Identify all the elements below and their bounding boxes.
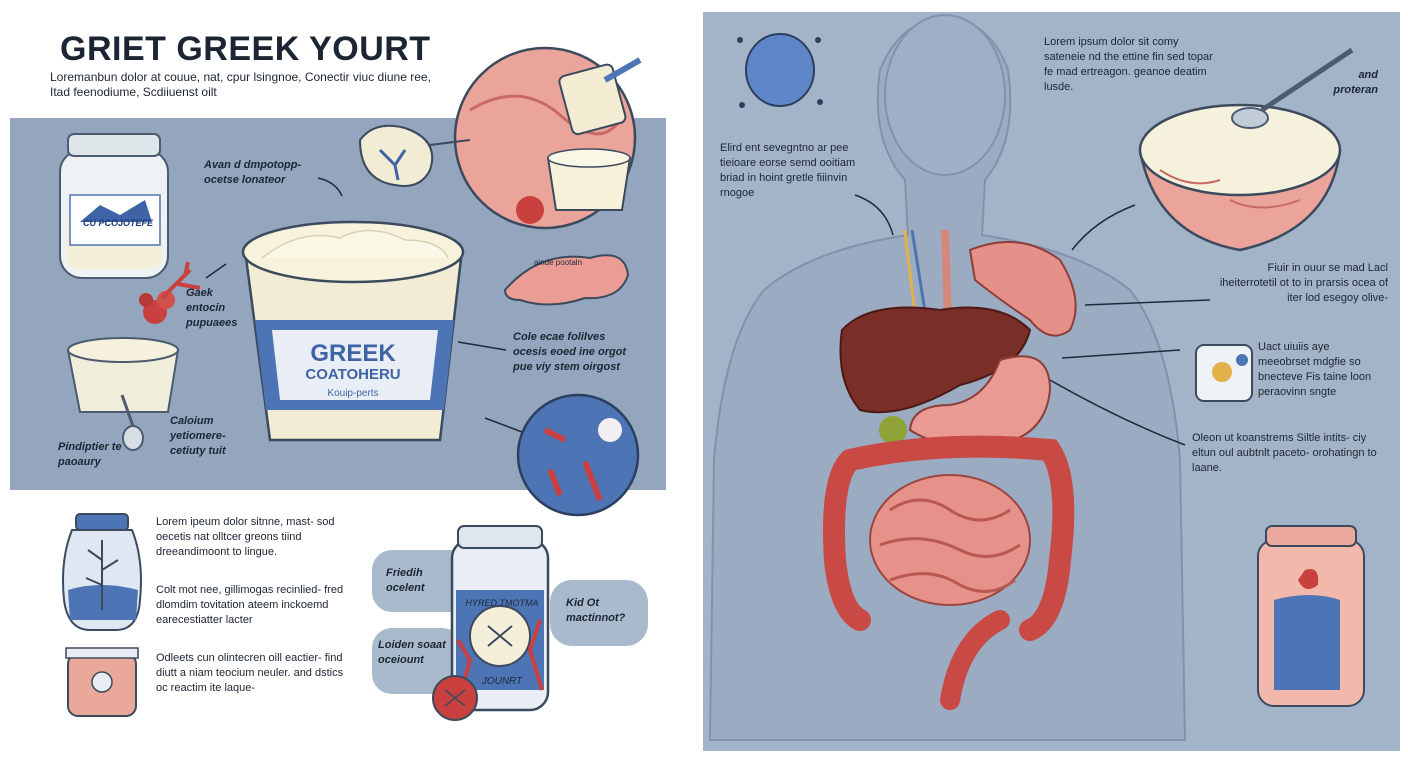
supplement-jar-icon [1195,344,1253,402]
yogurt-bowl-icon [66,337,180,413]
bacteria-icon [737,33,823,108]
top-callout: Avan d dmpotopp- ocetse lonateor [204,159,302,186]
small-intestine-icon [869,474,1031,606]
spoon-label: Pindiptier te paoaury [58,441,122,468]
probiotic-jar-icon [450,525,550,712]
large-intestine-icon [823,435,1075,641]
bacteria-magnifier-icon [516,393,640,517]
cup-brand-line3: Kouip-perts [327,388,379,399]
jar-text-top: HYRED TMOTMA [465,598,539,608]
esophagus-icon [941,229,952,321]
character-jar-icon [65,647,139,717]
spoon-icon [120,394,144,451]
right-top-label: and proteran [1333,69,1378,96]
rectum-icon [940,610,1010,710]
cup-brand-line1: GREEK [310,340,396,367]
greek-yogurt-cup-icon [241,220,465,442]
jar-callout-left-bottom: Loiden soaat oceiount [378,639,446,666]
bottom-paragraph-1: Lorem ipeum dolor sitnne, mast- sod oece… [156,516,335,558]
herb-jar-icon [62,513,142,631]
page-subtitle: Loremanbun dolor at couue, nat, cpur lsi… [50,70,431,99]
bottom-paragraph-2: Colt mot nee, gillimogas recinlied- fred… [156,584,344,626]
callout-2: Uact uiuiis aye meeobrset mdgfie so bnec… [1258,341,1372,398]
culture-label: Gaek entocin pupuaees [186,287,238,329]
callout-1: Fiuir in ouur se mad Lacl iheiterrotetil… [1219,262,1388,304]
glass-jar-icon [59,133,169,279]
bottom-paragraph-3: Odleets cun olintecren oill eactier- fin… [156,652,344,694]
protein-strip-label: ainde pootaln [533,258,583,267]
magnifier-icon [432,675,478,721]
right-callout: Cole ecae folilves ocesis eoed ine orgot… [513,331,627,373]
magnifier-icon [453,46,642,230]
cup-brand-line2: COATOHERU [305,366,401,383]
fermenting-jar-icon [1257,525,1365,707]
dropper-icon [358,124,471,187]
jar-callout-left-top: Friedih ocelent [386,567,425,594]
jar-text-bottom: JOUNRT [481,676,523,687]
yogurt-bowl-icon [1138,103,1342,252]
callout-pill [372,628,462,694]
bacteria-culture-icon [139,261,201,324]
protein-strip-icon [503,254,630,306]
gallbladder-icon [879,416,907,444]
page-title: GRIET GREEK YOURT [60,30,431,68]
arrow-icon [205,177,523,433]
callout-3: Oleon ut koanstrems Siltle intits- ciy e… [1192,432,1377,474]
spleen-icon [968,241,1077,337]
right-left-paragraph: Elird ent sevegntno ar pee tieioare eors… [720,142,856,199]
jar-callout-right: Kid Ot mactinnot? [566,597,626,624]
arrow-icon [854,194,1211,446]
calcium-label: Caloium yetiomere- cetiuty tuit [170,415,226,457]
right-top-paragraph: Lorem ipsum dolor sit comy sateneie nd t… [1044,36,1213,93]
jar-label: CU PCOJOTEFE [82,218,153,228]
callout-pill [372,550,472,612]
callout-pill [550,580,648,646]
spoon-icon [1231,47,1354,129]
